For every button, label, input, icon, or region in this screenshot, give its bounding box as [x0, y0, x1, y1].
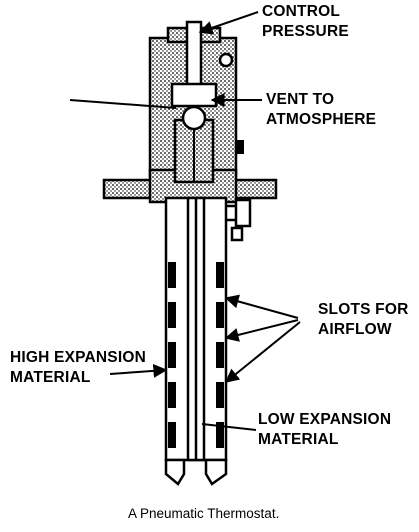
control-pressure-arrow — [198, 11, 259, 35]
airflow-slots — [168, 262, 224, 448]
high-expansion-line-1: HIGH EXPANSION — [10, 349, 147, 366]
low-expansion-line-1: LOW EXPANSION — [258, 411, 392, 428]
low-expansion-line-2: MATERIAL — [258, 431, 339, 448]
vent-left-line — [69, 99, 177, 109]
high-expansion-line-2: MATERIAL — [10, 369, 91, 386]
control-pressure-line-2: PRESSURE — [262, 23, 349, 40]
slots-arrow-2 — [224, 319, 299, 342]
figure-caption: A Pneumatic Thermostat. — [128, 506, 280, 521]
slots-label: SLOTS FOR AIRFLOW — [318, 300, 409, 340]
vent-line-2: ATMOSPHERE — [266, 111, 377, 128]
slots-arrow-3 — [224, 321, 301, 383]
control-pressure-line-1: CONTROL — [262, 3, 341, 20]
high-expansion-label: HIGH EXPANSION MATERIAL — [10, 348, 146, 388]
low-expansion-label: LOW EXPANSION MATERIAL — [258, 410, 391, 450]
slots-arrow-1 — [224, 294, 299, 319]
slots-line-2: AIRFLOW — [318, 321, 392, 338]
low-expansion-line — [201, 423, 257, 431]
vent-label: VENT TO ATMOSPHERE — [266, 90, 376, 130]
slots-line-1: SLOTS FOR — [318, 301, 409, 318]
high-expansion-arrow — [109, 363, 168, 378]
ball-valve — [181, 105, 207, 131]
leader-lines — [69, 11, 301, 431]
side-nipple — [236, 140, 244, 154]
inner-rod — [186, 196, 206, 462]
vent-line-1: VENT TO — [266, 91, 335, 108]
control-pressure-label: CONTROL PRESSURE — [262, 2, 349, 42]
side-port — [218, 52, 234, 68]
